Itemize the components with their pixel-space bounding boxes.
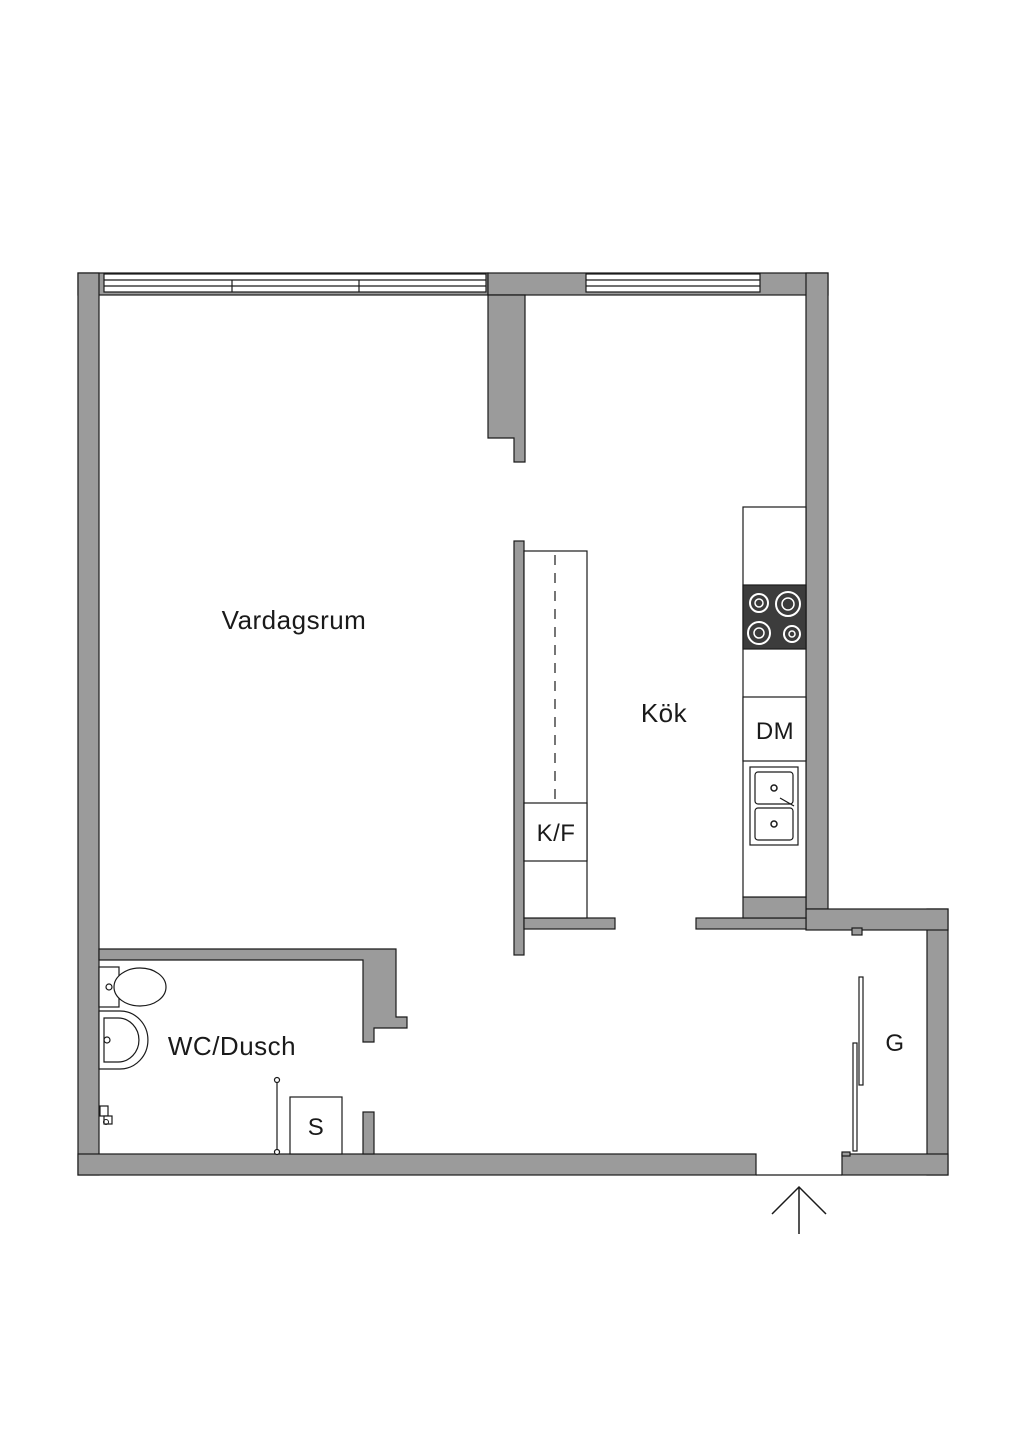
storage-cabinet (289, 1096, 343, 1155)
washbasin-icon (98, 1010, 149, 1070)
interior-walls (98, 294, 863, 1155)
room-label-living: Vardagsrum (222, 605, 367, 635)
stove-icon (742, 584, 807, 650)
room-label-closet: G (885, 1030, 904, 1057)
kitchen-counter: DM (742, 506, 807, 898)
arrow-up-icon (771, 1185, 827, 1234)
dishwasher-label: DM (756, 718, 794, 745)
toilet-icon (98, 966, 167, 1008)
windows (103, 273, 761, 293)
storage-label: S (308, 1114, 325, 1141)
shower-tap-icon (99, 1105, 113, 1125)
dishwasher (742, 696, 807, 762)
entrance (756, 1174, 842, 1234)
double-sink-icon (749, 766, 799, 846)
fridge-freezer (523, 802, 588, 862)
fridge-freezer-label: K/F (537, 820, 576, 847)
closet-sliding-doors (852, 976, 864, 1152)
room-label-bathroom: WC/Dusch (168, 1031, 296, 1061)
bathroom-fixtures: S (98, 966, 343, 1156)
room-label-kitchen: Kök (641, 698, 688, 728)
kitchen-island: K/F (523, 550, 588, 919)
